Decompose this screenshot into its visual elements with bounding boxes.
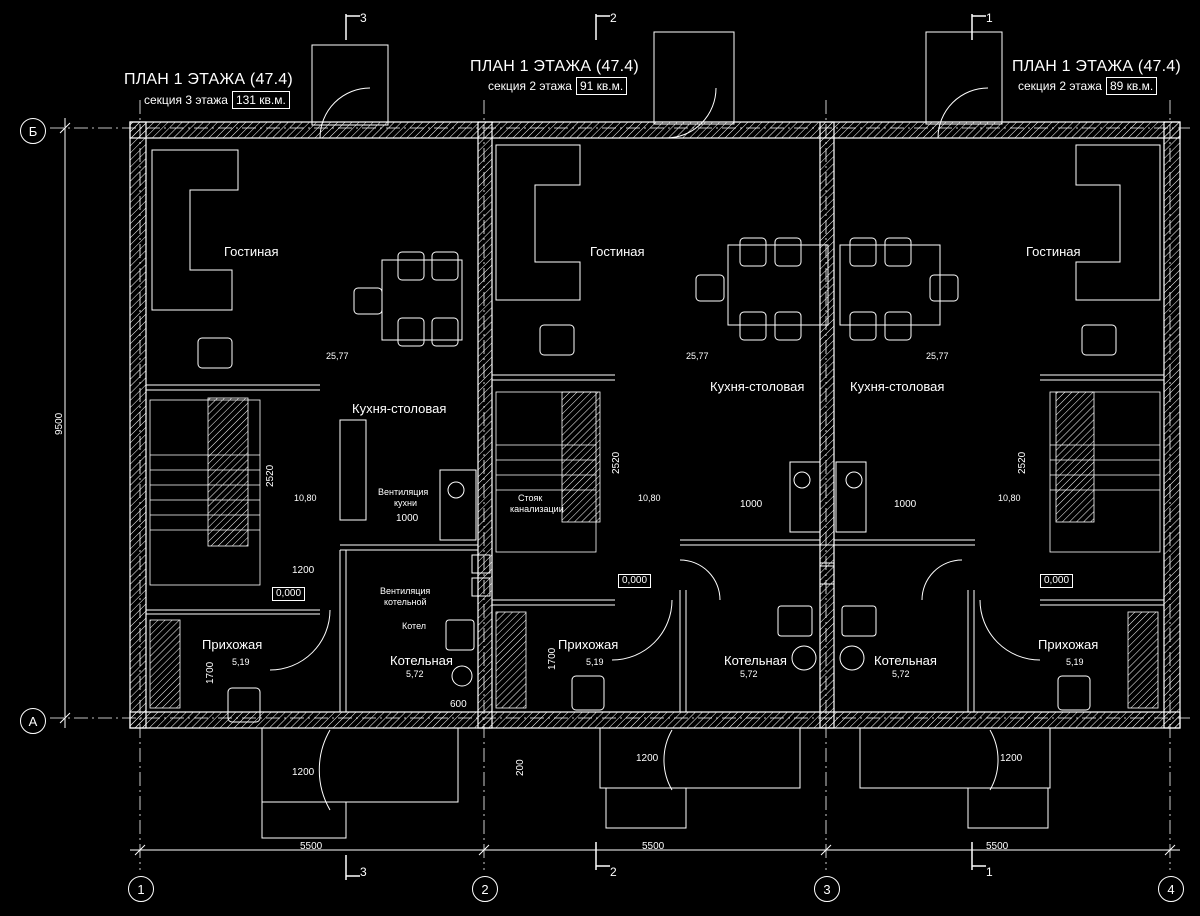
chairs xyxy=(197,237,1117,723)
unit-2-section-label: секция 2 этажа xyxy=(488,79,572,93)
area-hall-3: 5,19 xyxy=(1066,657,1084,667)
unit-3-title: ПЛАН 1 ЭТАЖА (47.4) xyxy=(1012,58,1181,75)
area-main-3: 25,77 xyxy=(926,351,949,361)
area-hall-1: 5,19 xyxy=(232,657,250,667)
room-hall-3: Прихожая xyxy=(1038,637,1099,652)
dim-hall-1: 1700 xyxy=(205,661,216,684)
note-vent-kitchen-1: Вентиляция xyxy=(378,487,429,497)
exterior-walls xyxy=(129,121,1181,729)
unit-1-title: ПЛАН 1 ЭТАЖА (47.4) xyxy=(124,71,293,88)
axis-col-4: 4 xyxy=(1158,876,1184,902)
area-boiler-3: 5,72 xyxy=(892,669,910,679)
section-cut-3-top: 3 xyxy=(360,11,367,25)
unit-1-area-box: 131 кв.м. xyxy=(231,91,290,109)
note-vent-boiler-1: Вентиляция xyxy=(380,586,431,596)
room-boiler-3: Котельная xyxy=(874,653,937,668)
area-boiler-1: 5,72 xyxy=(406,669,424,679)
room-boiler-1: Котельная xyxy=(390,653,453,668)
dim-stair-2: 2520 xyxy=(611,451,622,474)
sofas xyxy=(151,144,1161,311)
dim-stair-3: 2520 xyxy=(1017,451,1028,474)
dim-boiler-w: 600 xyxy=(450,699,467,710)
axis-row-b: Б xyxy=(20,118,46,144)
section-cut-2-bottom: 2 xyxy=(610,865,617,879)
room-boiler-2: Котельная xyxy=(724,653,787,668)
room-living-3: Гостиная xyxy=(1026,244,1081,259)
room-kitchen-2: Кухня-столовая xyxy=(710,379,805,394)
room-kitchen-1: Кухня-столовая xyxy=(352,401,447,416)
dim-step: 200 xyxy=(515,759,526,776)
area-main-2: 25,77 xyxy=(686,351,709,361)
note-boiler-unit: Котел xyxy=(402,621,427,631)
door-swings xyxy=(269,87,1041,811)
note-vent-boiler-2: котельной xyxy=(384,597,427,607)
area-hall-2: 5,19 xyxy=(586,657,604,667)
dim-door-3: 1200 xyxy=(636,753,659,764)
dim-bay-3: 5500 xyxy=(986,841,1009,852)
wardrobes xyxy=(149,391,1159,709)
note-riser-2: канализации xyxy=(510,504,564,514)
dim-bay-2: 5500 xyxy=(642,841,665,852)
area-main-1: 25,77 xyxy=(326,351,349,361)
room-hall-1: Прихожая xyxy=(202,637,263,652)
dining-tables xyxy=(381,244,941,341)
room-living-1: Гостиная xyxy=(224,244,279,259)
axis-col-3: 3 xyxy=(814,876,840,902)
unit-2-area-box: 91 кв.м. xyxy=(575,77,628,95)
porches-top xyxy=(311,31,1003,126)
dim-kitchen-1: 1000 xyxy=(396,513,419,524)
section-cut-2-top: 2 xyxy=(610,11,617,25)
dim-door-1: 1200 xyxy=(292,565,315,576)
dimension-9500 xyxy=(59,118,71,728)
dim-hall-2: 1700 xyxy=(547,647,558,670)
dim-bay-1: 5500 xyxy=(300,841,323,852)
dim-total-height: 9500 xyxy=(54,412,65,435)
axis-col-2: 2 xyxy=(472,876,498,902)
level-mark-2: 0,000 xyxy=(618,574,652,588)
porches-bottom xyxy=(261,727,1051,839)
dim-door-2: 1200 xyxy=(292,767,315,778)
axis-row-a: А xyxy=(20,708,46,734)
vent-ducts xyxy=(471,544,835,597)
note-vent-kitchen-2: кухни xyxy=(394,498,418,508)
dim-door-4: 1200 xyxy=(1000,753,1023,764)
dim-stair-1: 2520 xyxy=(265,464,276,487)
area-boiler-2: 5,72 xyxy=(740,669,758,679)
axis-col-1: 1 xyxy=(128,876,154,902)
level-mark-3: 0,000 xyxy=(1040,574,1074,588)
interior-walls xyxy=(146,374,1164,712)
unit-3-area-box: 89 кв.м. xyxy=(1105,77,1158,95)
section-cut-1-top: 1 xyxy=(986,11,993,25)
room-hall-2: Прихожая xyxy=(558,637,619,652)
level-mark-1: 0,000 xyxy=(272,587,306,601)
section-cut-3-bottom: 3 xyxy=(360,865,367,879)
section-cut-1-bottom: 1 xyxy=(986,865,993,879)
dimension-bottom xyxy=(130,844,1180,856)
room-kitchen-3: Кухня-столовая xyxy=(850,379,945,394)
stairs xyxy=(149,391,1161,586)
unit-2-title: ПЛАН 1 ЭТАЖА (47.4) xyxy=(470,58,639,75)
unit-1-section-label: секция 3 этажа xyxy=(144,93,228,107)
kitchen-counters xyxy=(339,419,867,687)
section-cuts xyxy=(345,14,986,880)
area-stair-2: 10,80 xyxy=(638,493,661,503)
area-stair-3: 10,80 xyxy=(998,493,1021,503)
area-stair-1: 10,80 xyxy=(294,493,317,503)
unit-3-section-label: секция 2 этажа xyxy=(1018,79,1102,93)
dim-kitchen-3: 1000 xyxy=(894,499,917,510)
dim-kitchen-2: 1000 xyxy=(740,499,763,510)
room-living-2: Гостиная xyxy=(590,244,645,259)
note-riser-1: Стояк xyxy=(518,493,543,503)
